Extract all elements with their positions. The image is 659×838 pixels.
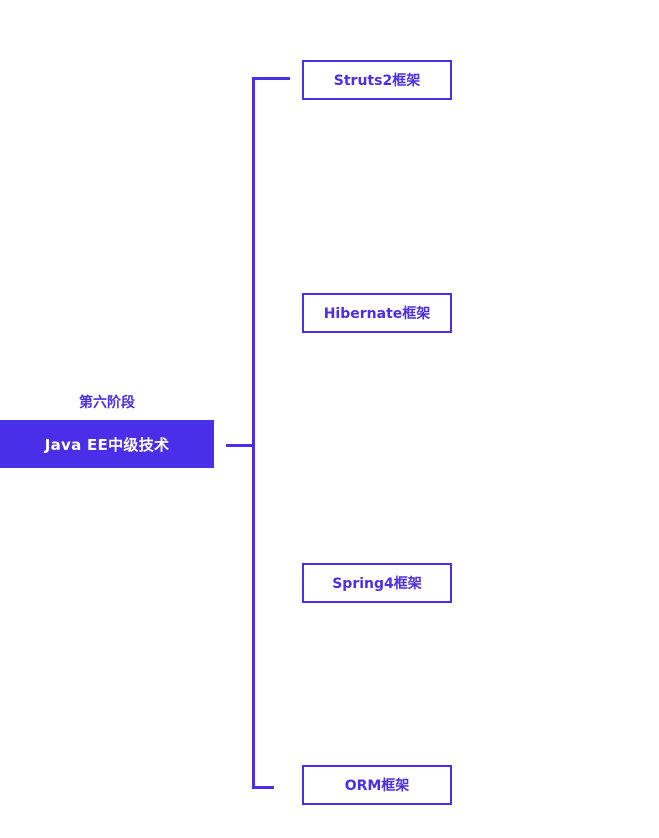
branch-node-spring4: Spring4框架 bbox=[302, 563, 452, 603]
root-node-label: Java EE中级技术 bbox=[44, 435, 170, 454]
branch-node-orm: ORM框架 bbox=[302, 765, 452, 805]
branch-node-label: Hibernate框架 bbox=[323, 306, 431, 322]
branch-node-label: Spring4框架 bbox=[332, 576, 422, 592]
root-node: Java EE中级技术 bbox=[0, 420, 214, 468]
branch-node-struts2: Struts2框架 bbox=[302, 60, 452, 100]
stage-label: 第六阶段 bbox=[79, 395, 135, 411]
branch-node-label: ORM框架 bbox=[344, 778, 410, 794]
root-connector bbox=[226, 444, 254, 447]
branch-node-hibernate: Hibernate框架 bbox=[302, 293, 452, 333]
branch-connector-4 bbox=[252, 786, 274, 789]
branch-connector-1 bbox=[252, 77, 290, 80]
branch-node-label: Struts2框架 bbox=[333, 73, 421, 89]
trunk-line bbox=[252, 77, 255, 789]
